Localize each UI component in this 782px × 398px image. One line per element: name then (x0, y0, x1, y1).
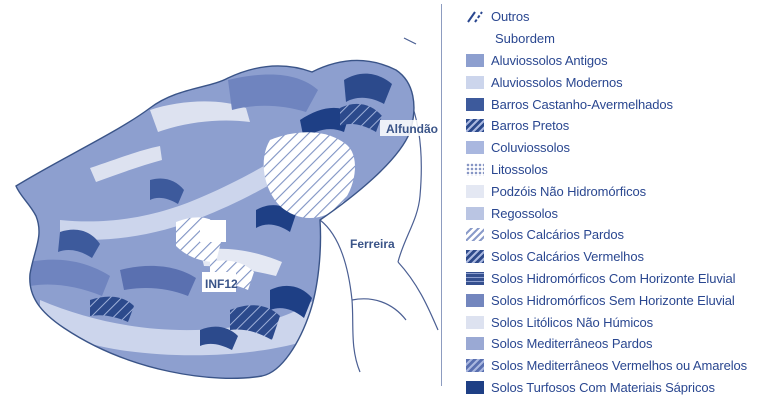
legend-item: Solos Hidromórficos Com Horizonte Eluvia… (466, 268, 778, 290)
legend-item: Coluviossolos (466, 137, 778, 159)
legend-item: Barros Castanho-Avermelhados (466, 93, 778, 115)
legend-others-row: Outros (466, 6, 778, 28)
legend-swatch (466, 337, 484, 351)
legend-item-label: Aluviossolos Modernos (491, 74, 623, 90)
legend-swatch (466, 293, 484, 307)
legend-item: Aluviossolos Modernos (466, 71, 778, 93)
legend-item: Solos Hidromórficos Sem Horizonte Eluvia… (466, 289, 778, 311)
place-label-alfundao: Alfundão (386, 122, 438, 136)
legend-item: Solos Calcários Vermelhos (466, 246, 778, 268)
legend-item-label: Solos Calcários Vermelhos (491, 249, 644, 265)
legend-swatch (466, 228, 484, 242)
legend-item: Barros Pretos (466, 115, 778, 137)
legend-swatch (466, 359, 484, 373)
legend-swatch (466, 315, 484, 329)
soil-map-canvas: Alfundão Ferreira INF12 (15, 37, 439, 380)
legend-item: Podzóis Não Hidromórficos (466, 180, 778, 202)
legend-item: Litossolos (466, 159, 778, 181)
legend-swatch (466, 141, 484, 155)
legend-swatch (466, 184, 484, 198)
slash-lines-icon (467, 11, 483, 23)
legend-item-label: Litossolos (491, 161, 548, 177)
legend-swatch (466, 75, 484, 89)
legend-swatch (466, 162, 484, 176)
legend-swatch (466, 119, 484, 133)
legend-swatch (466, 271, 484, 285)
legend-item: Solos Calcários Pardos (466, 224, 778, 246)
legend-item-label: Coluviossolos (491, 140, 570, 156)
legend-item: Regossolos (466, 202, 778, 224)
region-outline (15, 59, 415, 380)
legend-item-label: Barros Pretos (491, 118, 570, 134)
legend-item-label: Aluviossolos Antigos (491, 52, 608, 68)
place-label-ferreira: Ferreira (350, 237, 395, 251)
legend-swatch (466, 250, 484, 264)
legend-item-label: Solos Litólicos Não Húmicos (491, 314, 654, 330)
legend-swatch (466, 380, 484, 394)
soil-units (16, 60, 414, 379)
legend-item: Solos Mediterrâneos Vermelhos ou Amarelo… (466, 355, 778, 377)
soil-map: Alfundão Ferreira INF12 (15, 37, 439, 380)
legend-item-label: Solos Hidromórficos Sem Horizonte Eluvia… (491, 292, 735, 308)
legend-item-label: Solos Turfosos Com Materiais Sápricos (491, 379, 715, 395)
legend-item-label: Solos Calcários Pardos (491, 227, 624, 243)
legend-swatch (466, 206, 484, 220)
legend-item-label: Solos Mediterrâneos Vermelhos ou Amarelo… (491, 358, 748, 374)
legend-swatch (466, 97, 484, 111)
legend-item: Solos Turfosos Com Materiais Sápricos (466, 377, 778, 398)
legend-divider (441, 4, 442, 386)
legend-item-label: Solos Hidromórficos Com Horizonte Eluvia… (491, 270, 736, 286)
legend-item-label: Regossolos (491, 205, 558, 221)
legend-header-label: Subordem (495, 31, 555, 47)
legend-item-label: Solos Mediterrâneos Pardos (491, 336, 653, 352)
place-label-inf12: INF12 (205, 277, 238, 291)
legend-header: Subordem (466, 28, 778, 50)
legend-others-label: Outros (491, 9, 530, 25)
legend-item: Solos Mediterrâneos Pardos (466, 333, 778, 355)
legend-item-label: Barros Castanho-Avermelhados (491, 96, 673, 112)
legend-item: Aluviossolos Antigos (466, 50, 778, 72)
legend-item-label: Podzóis Não Hidromórficos (491, 183, 647, 199)
legend-swatch (466, 53, 484, 67)
legend-item: Solos Litólicos Não Húmicos (466, 311, 778, 333)
